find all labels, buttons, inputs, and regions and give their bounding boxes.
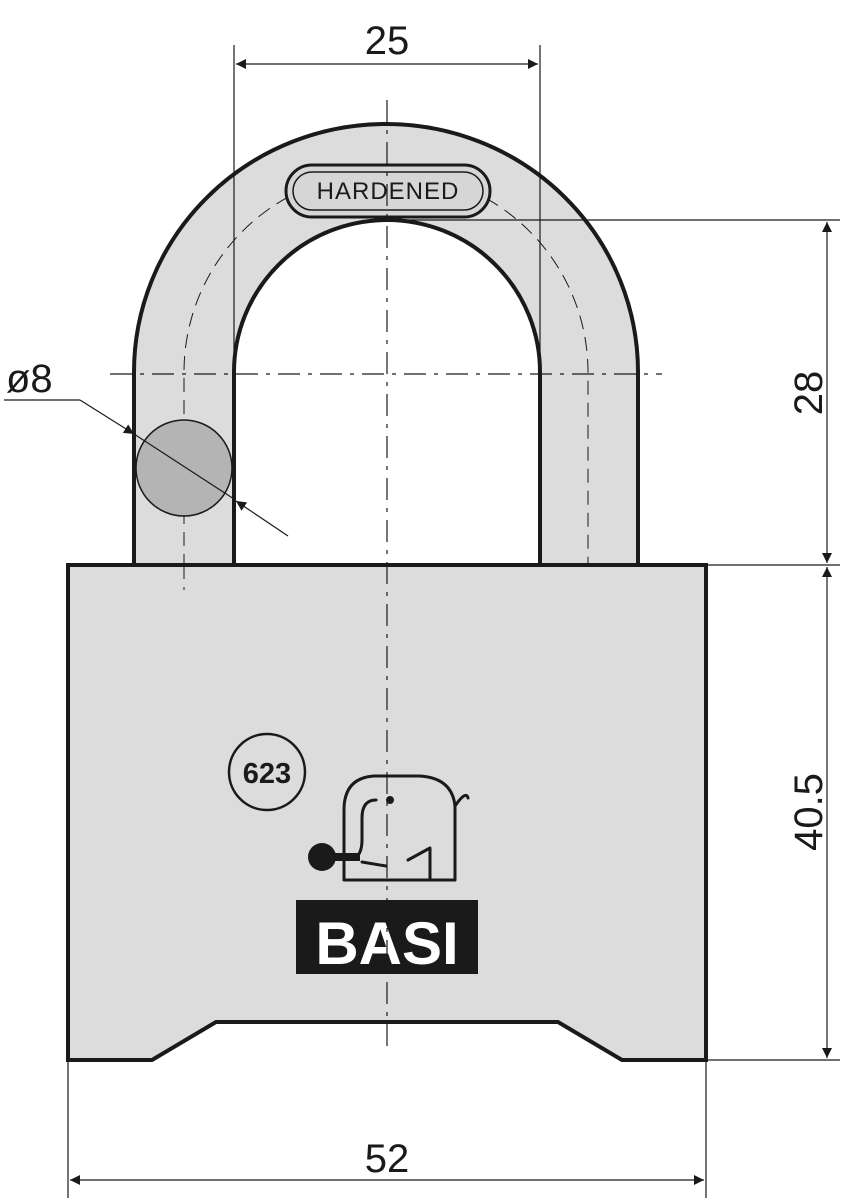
shackle-cross-section	[135, 419, 233, 517]
elephant-with-key-icon	[308, 774, 470, 882]
dimension-body-width: 52	[67, 1060, 707, 1198]
dimension-shackle-diameter: ø8	[4, 357, 289, 537]
dimension-shackle-width: 25	[233, 19, 541, 372]
shackle-outline	[132, 122, 640, 567]
dimension-diameter-label: ø8	[6, 357, 53, 401]
hardened-engraving: HARDENED	[284, 163, 492, 219]
dimension-28-label: 28	[787, 371, 831, 416]
model-number: 623	[243, 758, 291, 790]
dimension-25-label: 25	[365, 19, 410, 63]
dimension-40-5-label: 40.5	[787, 773, 831, 851]
dimension-52-label: 52	[365, 1137, 410, 1181]
shackle: HARDENED	[132, 122, 640, 590]
dimension-shackle-clearance: 28	[387, 219, 840, 566]
hardened-label: HARDENED	[317, 178, 460, 205]
model-number-badge: 623	[227, 732, 307, 812]
dimension-body-height: 40.5	[706, 567, 840, 1061]
